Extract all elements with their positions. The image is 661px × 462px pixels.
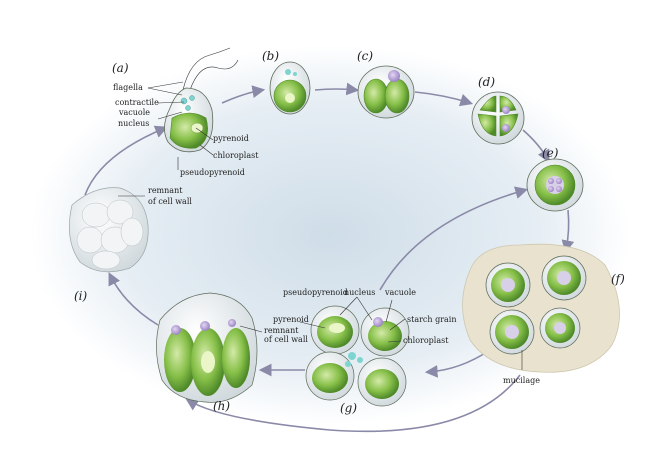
label-pyrenoid: pyrenoid xyxy=(213,134,249,143)
label-vacuole-g: vacuole xyxy=(384,288,416,297)
stage-label-b: (b) xyxy=(262,49,279,63)
label-pyrenoid-g: pyrenoid xyxy=(273,315,309,324)
arrow-f-h xyxy=(185,374,521,433)
stage-label-h: (h) xyxy=(213,399,230,413)
colony-f xyxy=(462,243,620,373)
label-nucleus-g: nucleus xyxy=(344,288,375,297)
cell-e xyxy=(526,158,584,212)
leader-lines xyxy=(118,81,523,370)
cell-b xyxy=(269,61,311,115)
arrow-b-c xyxy=(314,82,360,96)
cell-d xyxy=(471,91,525,145)
label-chloroplast: chloroplast xyxy=(213,151,259,160)
stage-label-c: (c) xyxy=(357,49,373,63)
arrow-c-d xyxy=(414,91,474,107)
label-starch-grain: starch grain xyxy=(407,315,457,324)
stage-label-d: (d) xyxy=(478,75,495,89)
cell-a xyxy=(164,47,239,153)
label-of-cell-wall-h: of cell wall xyxy=(264,335,308,344)
stage-label-i: (i) xyxy=(74,289,88,303)
arrow-i-a xyxy=(84,125,168,196)
stage-label-g: (g) xyxy=(340,401,357,415)
label-mucilage: mucilage xyxy=(503,376,540,385)
label-pseudopyrenoid: pseudopyrenoid xyxy=(180,168,245,177)
arrow-h-i xyxy=(108,272,159,326)
arrow-a-b xyxy=(221,85,266,104)
stage-label-f: (f) xyxy=(611,272,625,286)
label-contractile: contractile xyxy=(115,98,159,107)
label-pseudopyrenoid-g: pseudopyrenoid xyxy=(283,288,348,297)
arrow-d-e xyxy=(522,129,550,163)
label-vacuole: vacuole xyxy=(118,108,150,117)
label-of-cell-wall-i: of cell wall xyxy=(148,197,192,206)
stage-label-e: (e) xyxy=(542,146,559,160)
stage-label-a: (a) xyxy=(112,61,129,75)
arrow-g-e xyxy=(379,186,529,291)
label-remnant-h: remnant xyxy=(264,326,299,335)
label-chloroplast-g: chloroplast xyxy=(403,336,449,345)
cell-i xyxy=(69,187,149,273)
cells-h xyxy=(156,292,258,403)
cells-g xyxy=(305,305,410,407)
label-nucleus: nucleus xyxy=(118,119,149,128)
label-flagella: flagella xyxy=(113,83,143,92)
cell-c xyxy=(357,65,415,119)
label-remnant-i: remnant xyxy=(148,186,183,195)
